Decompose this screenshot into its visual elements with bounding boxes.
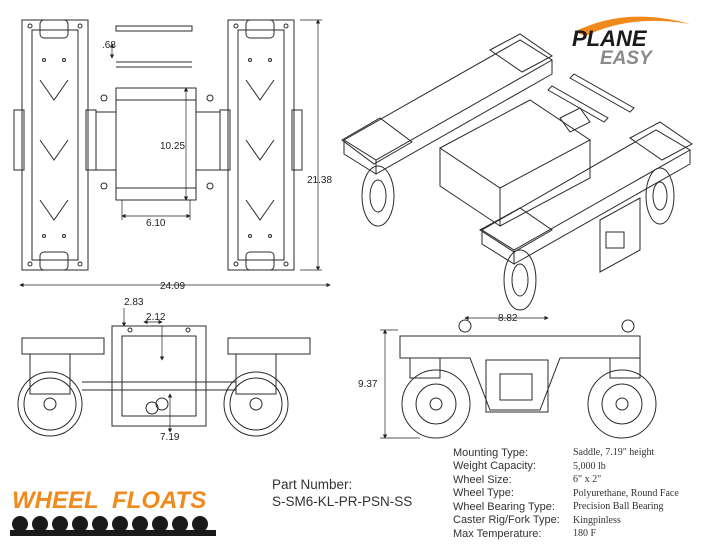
part-number-label: Part Number: <box>272 477 353 492</box>
spec-row: Mounting Type: Saddle, 7.19" height <box>453 446 703 460</box>
spec-key: Caster Rig/Fork Type: <box>453 514 560 527</box>
front-view-dimensions <box>380 315 549 439</box>
spec-key: Wheel Bearing Type: <box>453 500 555 513</box>
dim-overall-height: 21.38 <box>307 175 332 186</box>
spec-value: 6" x 2" <box>573 474 602 486</box>
side-view-dimensions <box>121 308 173 433</box>
spec-value: 5,000 lb <box>573 460 606 472</box>
spec-row: Caster Rig/Fork Type: Kingpinless <box>453 514 703 528</box>
spec-value: Saddle, 7.19" height <box>573 447 655 459</box>
spec-row: Wheel Bearing Type: Precision Ball Bearin… <box>453 500 703 514</box>
top-view-dimensions <box>19 19 331 288</box>
dim-side-top: 2.83 <box>124 297 144 308</box>
isometric-rod <box>547 85 609 123</box>
spec-key: Max Temperature: <box>453 527 542 540</box>
dim-center-height: 10.25 <box>160 141 185 152</box>
spec-key: Wheel Size: <box>453 473 512 486</box>
svg-text:FLOATS: FLOATS <box>112 487 206 514</box>
spec-key: Wheel Type: <box>453 487 514 500</box>
top-view-rod <box>115 25 193 32</box>
dim-front-span: 8.82 <box>498 313 518 324</box>
isometric-saddle <box>439 99 591 189</box>
svg-text:WHEEL: WHEEL <box>12 487 99 514</box>
isometric-view <box>341 33 693 311</box>
svg-text:PLANE: PLANE <box>572 26 648 51</box>
dim-overall-width: 24.09 <box>160 281 185 292</box>
specs-table: Mounting Type: Saddle, 7.19" height Weigh… <box>453 446 703 541</box>
dim-side-inner: 2.12 <box>146 312 166 323</box>
dim-side-bottom: 7.19 <box>160 432 180 443</box>
part-number-block: Part Number: S-SM6-KL-PR-PSN-SS <box>272 476 442 510</box>
spec-row: Weight Capacity: 5,000 lb <box>453 460 703 474</box>
dim-front-height: 9.37 <box>358 379 378 390</box>
side-view <box>17 325 311 437</box>
part-number-value: S-SM6-KL-PR-PSN-SS <box>272 494 413 509</box>
spec-row: Max Temperature: 180 F <box>453 527 703 541</box>
spec-row: Wheel Type: Polyurethane, Round Face <box>453 487 703 501</box>
spec-key: Mounting Type: <box>453 446 529 459</box>
plane-easy-logo: PLANE EASY <box>572 16 690 66</box>
top-view <box>13 19 303 271</box>
spec-value: Precision Ball Bearing <box>573 501 664 513</box>
spec-key: Weight Capacity: <box>453 460 536 473</box>
spec-value: 180 F <box>573 528 597 540</box>
wheel-floats-logo: WHEEL FLOATS <box>10 487 216 536</box>
side-view-saddle <box>111 325 207 427</box>
front-view <box>399 319 657 439</box>
front-view-right-wheel <box>587 369 657 439</box>
spec-row: Wheel Size: 6" x 2" <box>453 473 703 487</box>
dim-rod-diameter: .68 <box>102 40 116 51</box>
side-view-left-wheel <box>17 371 83 437</box>
front-view-left-wheel <box>401 369 471 439</box>
side-view-right-wheel <box>223 371 289 437</box>
svg-text:EASY: EASY <box>600 48 654 66</box>
spec-value: Polyurethane, Round Face <box>573 487 679 499</box>
spec-value: Kingpinless <box>573 514 621 526</box>
dim-center-width: 6.10 <box>146 218 166 229</box>
